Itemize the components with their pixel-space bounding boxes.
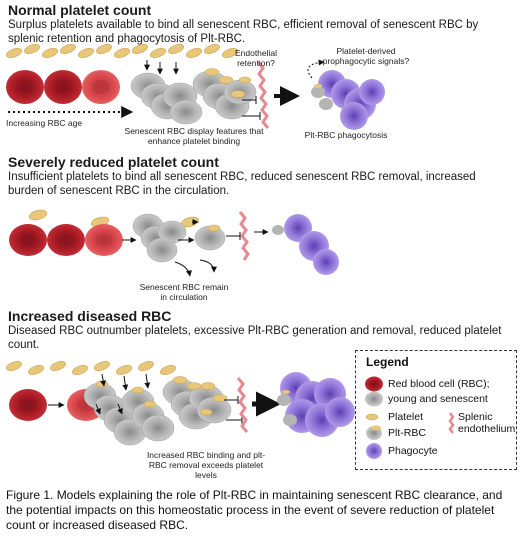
phagocyte-cluster xyxy=(311,70,385,130)
legend-splenic-swatch xyxy=(448,412,455,434)
figure-caption: Figure 1. Models explaining the role of … xyxy=(6,488,503,532)
label-exceeds-platelet-levels: Increased RBC binding and plt-RBC remova… xyxy=(146,450,266,480)
label-plt-rbc-phagocytosis: Plt-RBC phagocytosis xyxy=(304,130,388,140)
legend-box: Legend Red blood cell (RBC); young and s… xyxy=(355,350,517,470)
label-prophagocytic-signals: Platelet-derived prophagocytic signals? xyxy=(322,46,410,66)
phagocyte-cluster-diseased xyxy=(277,372,355,437)
legend-phagocyte-swatch xyxy=(366,443,382,459)
legend-swatches xyxy=(365,376,455,459)
legend-title: Legend xyxy=(366,355,409,369)
section-desc-reduced: Insufficient platelets to bind all senes… xyxy=(8,171,476,197)
legend-platelet-swatch xyxy=(365,413,379,421)
legend-rbc-swatch xyxy=(365,376,383,392)
plt-rbc-stack xyxy=(192,68,257,120)
diagram-artwork xyxy=(6,44,385,446)
rbc-group xyxy=(6,70,120,104)
label-increasing-rbc-age: Increasing RBC age xyxy=(6,118,83,128)
phagocyte-cluster-reduced xyxy=(272,214,339,275)
senescent-rbc-stack xyxy=(130,72,203,125)
plt-rbc-stack-diseased-2 xyxy=(162,376,232,430)
section-reduced-artwork xyxy=(9,209,339,277)
legend-phagocyte-label: Phagocyte xyxy=(388,445,438,457)
label-remain-circulation: Senescent RBC remain in circulation xyxy=(139,282,229,302)
legend-splenic-label: Splenic endothelium xyxy=(458,411,516,435)
senescent-rbc-stack-reduced xyxy=(132,213,187,263)
platelet-row xyxy=(6,44,238,58)
section-title-diseased: Increased diseased RBC xyxy=(8,308,172,324)
legend-senescent-label: young and senescent xyxy=(388,393,488,405)
legend-pltrbc-label: Plt-RBC xyxy=(388,427,426,439)
legend-pltrbc-swatch xyxy=(366,425,382,440)
section-desc-diseased: Diseased RBC outnumber platelets, excess… xyxy=(8,325,502,351)
rbc-group-reduced xyxy=(9,224,123,256)
plt-rbc-stack-diseased xyxy=(83,380,175,446)
legend-platelet-label: Platelet xyxy=(388,411,424,423)
section-title-normal: Normal platelet count xyxy=(8,2,152,18)
legend-senescent-swatch xyxy=(365,391,383,407)
plt-rbc-reduced xyxy=(194,224,226,251)
label-senescent-display: Senescent RBC display features that enha… xyxy=(124,126,264,146)
section-diseased-artwork xyxy=(6,361,355,446)
label-endothelial-retention: Endothelial retention? xyxy=(234,48,278,68)
figure-diagram: Normal platelet count Surplus platelets … xyxy=(6,2,517,480)
section-desc-normal: Surplus platelets available to bind all … xyxy=(8,19,479,45)
section-title-reduced: Severely reduced platelet count xyxy=(8,154,219,170)
section-normal-artwork xyxy=(6,44,385,130)
legend-rbc-label: Red blood cell (RBC); xyxy=(388,378,490,390)
